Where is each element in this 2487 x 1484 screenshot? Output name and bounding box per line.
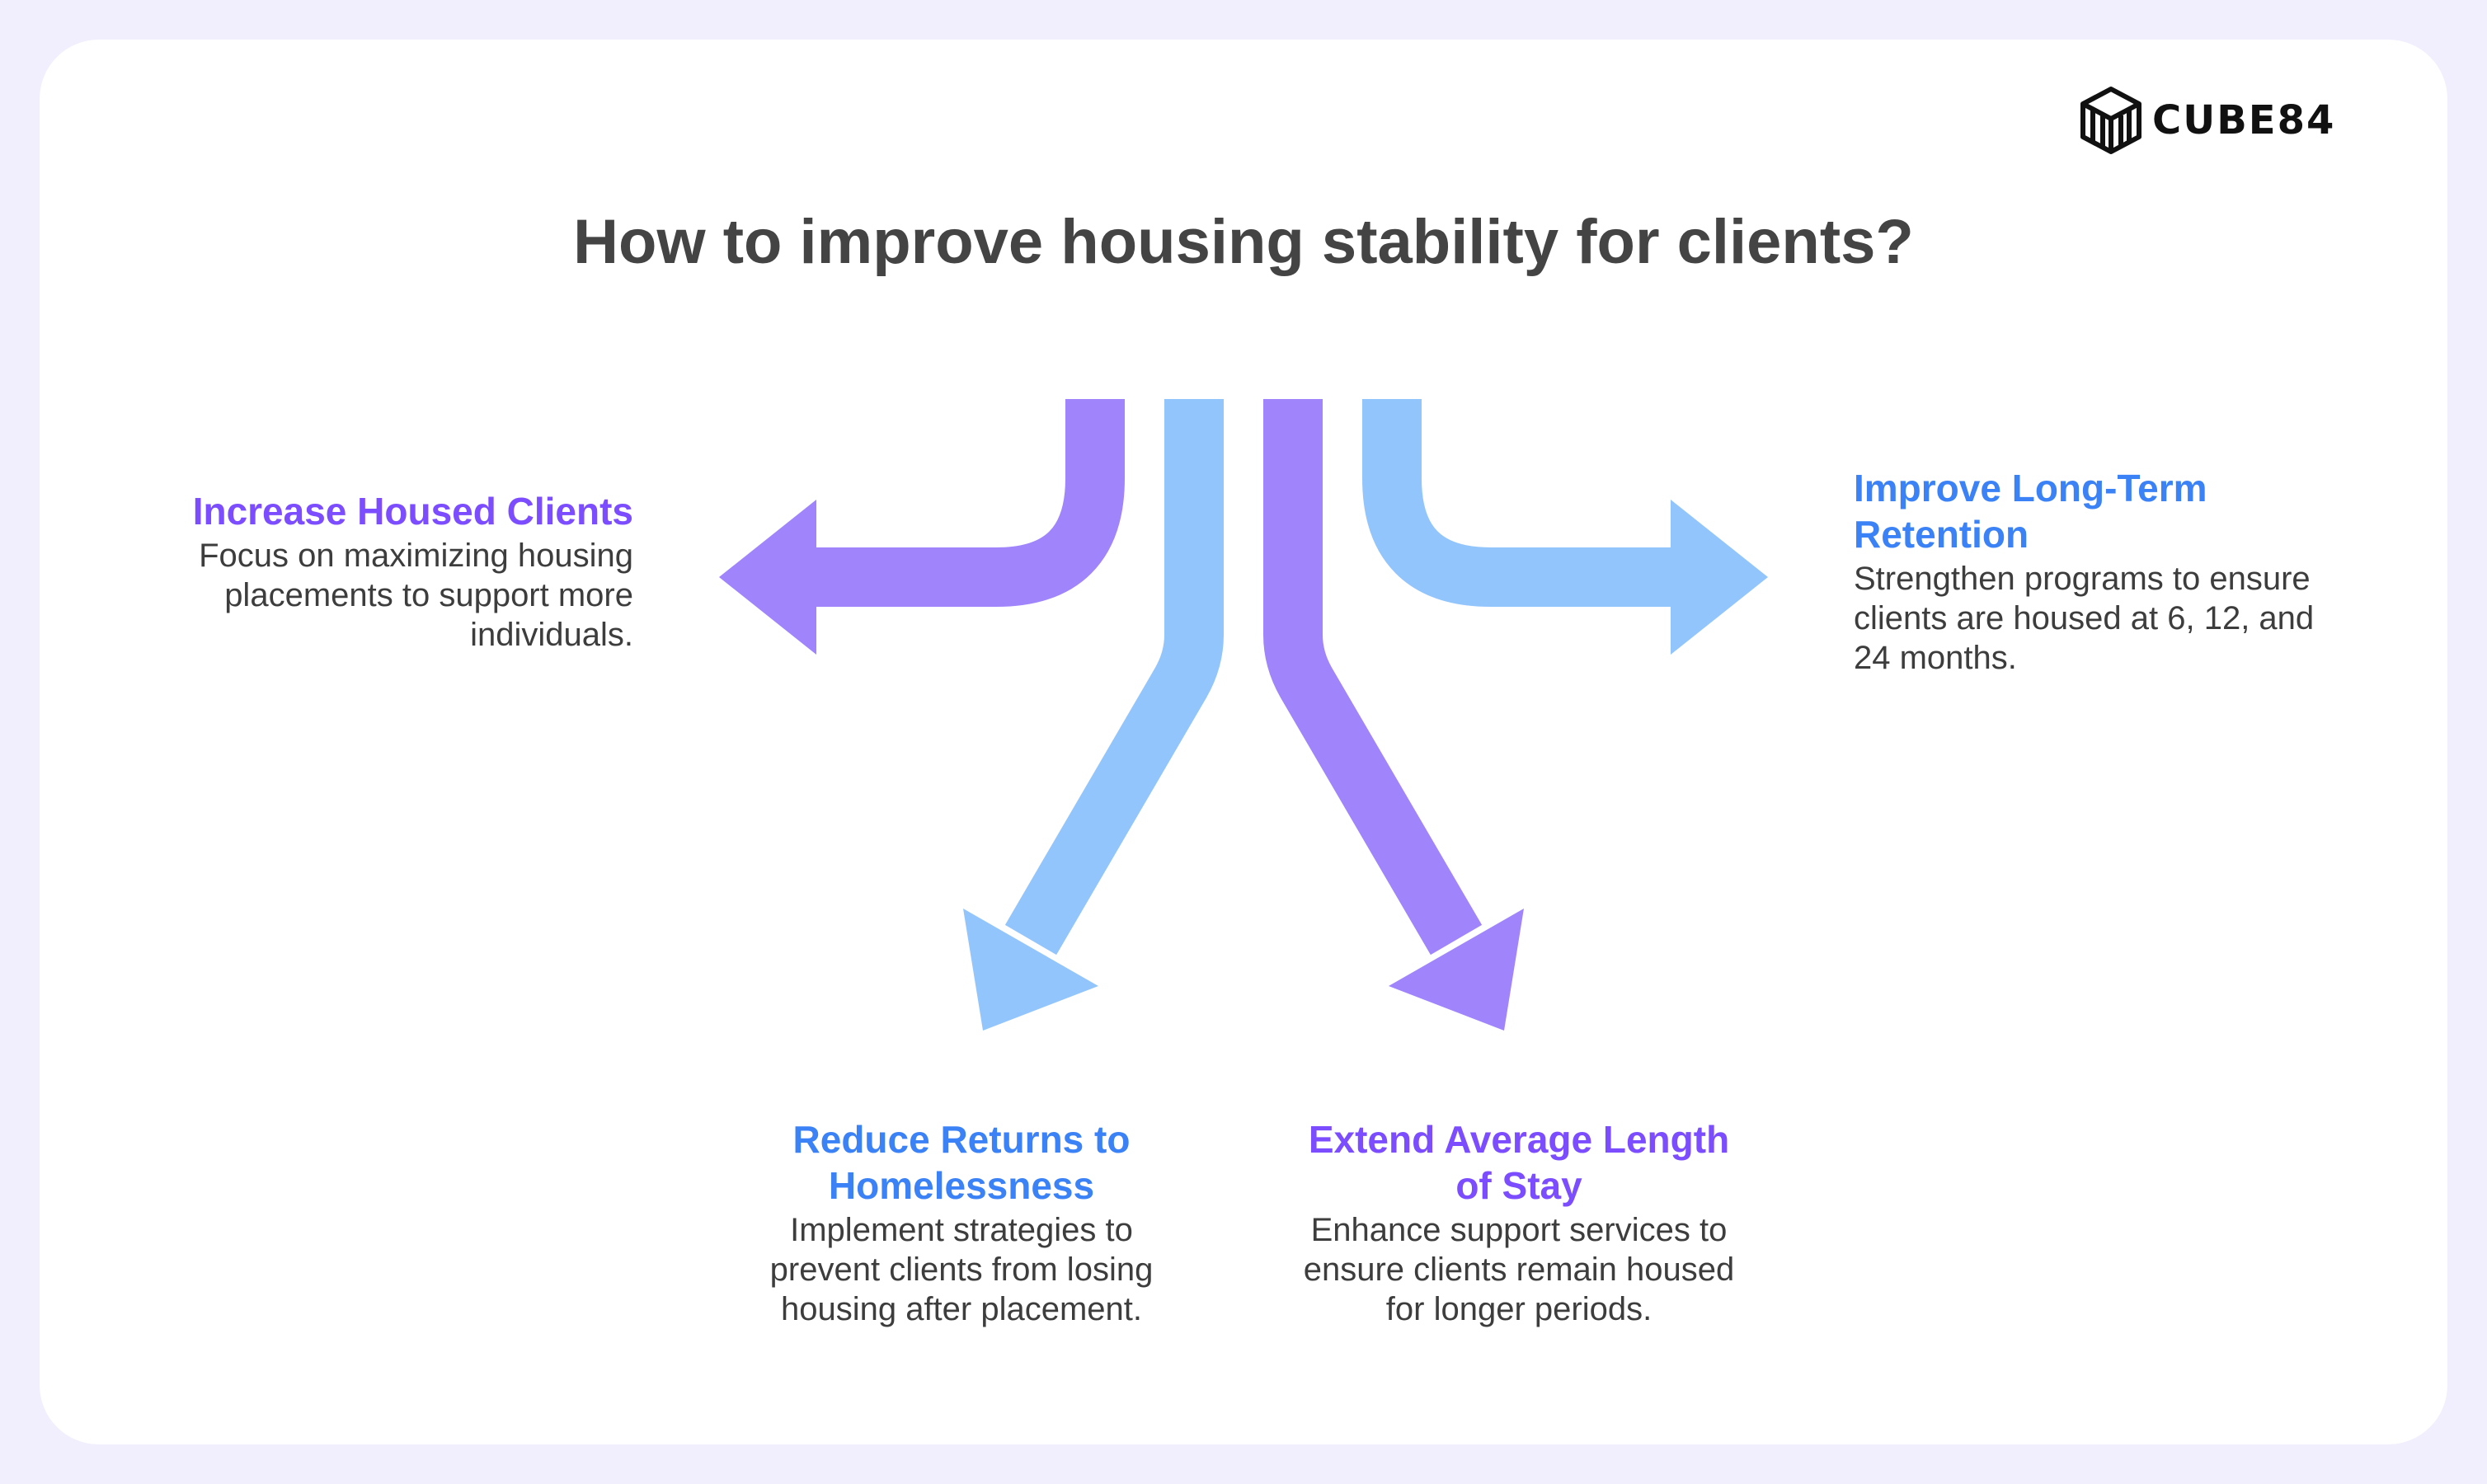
branch-heading: Increase Housed Clients: [192, 490, 633, 533]
arrow-reduce-returns: [963, 399, 1224, 1031]
branch-description: Focus on maximizing housing placements t…: [199, 538, 633, 653]
arrow-extend-stay: [1263, 399, 1524, 1031]
branch-heading: Extend Average Length of Stay: [1308, 1118, 1730, 1207]
branch-increase-housed: Increase Housed Clients Focus on maximiz…: [115, 488, 633, 655]
arrow-increase-housed: [719, 399, 1125, 655]
card-frame: [40, 40, 2447, 1444]
branch-reduce-returns: Reduce Returns to Homelessness Implement…: [739, 1116, 1184, 1329]
page-title: How to improve housing stability for cli…: [573, 207, 1914, 277]
branch-description: Enhance support services to ensure clien…: [1303, 1212, 1735, 1327]
logo-text: CUBE84: [2152, 97, 2336, 143]
brand-logo: CUBE84: [2078, 86, 2335, 155]
branch-extend-stay: Extend Average Length of Stay Enhance su…: [1296, 1116, 1742, 1329]
branch-description: Strengthen programs to ensure clients ar…: [1854, 561, 2315, 676]
cube-logo-icon: [2080, 87, 2141, 154]
arrow-long-term-retention: [1362, 399, 1768, 655]
branch-heading: Reduce Returns to Homelessness: [792, 1118, 1131, 1207]
branch-description: Implement strategies to prevent clients …: [769, 1212, 1154, 1327]
branch-heading: Improve Long-Term Retention: [1854, 467, 2207, 556]
branch-long-term-retention: Improve Long-Term Retention Strengthen p…: [1854, 465, 2348, 678]
